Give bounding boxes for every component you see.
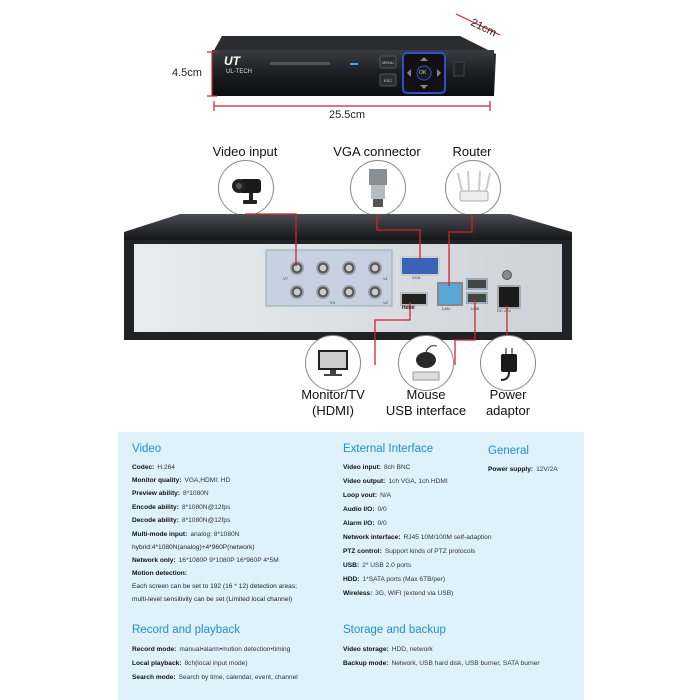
esc-button[interactable]: ESC	[384, 78, 393, 83]
usb-port-2	[466, 292, 488, 304]
dvr-front-view: UT UL-TECH MENU ESC OK	[210, 36, 496, 98]
video-input-label: Video input	[212, 144, 278, 159]
power-label-line1: Power	[489, 387, 527, 402]
router-icon	[445, 160, 501, 216]
spec-motion-line1: Each screen can be set to 192 (16 * 12) …	[132, 583, 297, 590]
external-heading: External Interface	[343, 443, 434, 455]
spec-video-storage: Video storage:HDD, network	[343, 646, 433, 653]
spec-usb: USB:2* USB 2.0 ports	[343, 562, 412, 569]
dc-power-port	[497, 285, 521, 309]
spec-loop-vout: Loop vout:N/A	[343, 492, 392, 499]
spec-ptz: PTZ control:Support kinds of PTZ protoco…	[343, 548, 476, 555]
bnc-port-v4	[342, 285, 356, 299]
hdmi-port-label: Hdmi	[402, 305, 415, 311]
mouse-label-line2: USB interface	[385, 403, 467, 418]
lan-port-label: LAN	[442, 306, 450, 311]
usb-port-1	[466, 278, 488, 290]
spec-audio-io: Audio I/O:0/0	[343, 506, 387, 513]
vga-connector-label: VGA connector	[333, 144, 421, 159]
general-heading: General	[488, 445, 529, 457]
bnc-port-v5	[316, 261, 330, 275]
spec-encode: Encode ability:8*1080N@12fps	[132, 504, 231, 511]
storage-heading: Storage and backup	[343, 624, 446, 636]
height-dimension: 4.5cm	[172, 67, 202, 79]
lan-port	[437, 282, 463, 306]
spec-decode: Decode ability:8*1080N@12fps	[132, 517, 231, 524]
connector-lines	[245, 213, 508, 365]
spec-preview: Preview ability:8*1080N	[132, 490, 209, 497]
bnc-port-v2	[368, 285, 382, 299]
mouse-icon	[398, 335, 454, 391]
mouse-label: Mouse USB interface	[376, 387, 476, 419]
spec-motion: Motion detection:	[132, 570, 187, 577]
spec-alarm-io: Alarm I/O:0/0	[343, 520, 387, 527]
spec-network-only: Network only:16*1080P 9*1080P 16*960P 4*…	[132, 557, 279, 564]
spec-video-output: Video output:1ch VGA, 1ch HDMI	[343, 478, 448, 485]
bnc-port-v3	[342, 261, 356, 275]
spec-codec: Codec:H.264	[132, 464, 175, 471]
spec-multimode: Multi-mode input:analog: 8*1080N	[132, 531, 240, 538]
spec-record-mode: Record mode:manual•alarm•motion detectio…	[132, 646, 291, 653]
port-label-v7: V7	[283, 276, 288, 281]
dc-port-label: DC 12V	[497, 308, 512, 313]
spec-motion-line2: multi-level sensitivity can be set (Limi…	[132, 596, 293, 603]
port-label-v2: V2	[383, 300, 388, 305]
port-label-v1: V1	[383, 276, 388, 281]
spec-power-supply: Power supply:12V/2A	[488, 466, 558, 473]
dvr-front-body	[212, 36, 496, 96]
camera-icon	[218, 160, 274, 216]
monitor-label-line2: (HDMI)	[312, 403, 354, 418]
monitor-icon	[305, 335, 361, 391]
power-label: Power adaptor	[476, 387, 540, 419]
vga-plug-icon	[350, 160, 406, 216]
spec-multimode-hybrid: hybrid:4*1080N(analog)+4*960P(network)	[132, 544, 255, 551]
bnc-port-v6	[316, 285, 330, 299]
spec-search-mode: Search mode:Search by time, calendar, ev…	[132, 674, 298, 681]
monitor-label-line1: Monitor/TV	[301, 387, 365, 402]
ok-button[interactable]: OK	[419, 70, 427, 76]
dimension-lines	[207, 13, 501, 111]
power-adaptor-icon	[480, 335, 536, 391]
brand-logo: UT	[224, 54, 240, 68]
ground-screw	[502, 270, 512, 280]
vga-port-label: VGA	[412, 275, 421, 280]
menu-button[interactable]: MENU	[382, 60, 394, 65]
power-label-line2: adaptor	[485, 403, 531, 418]
spec-backup-mode: Backup mode:Network, USB hard disk, USB …	[343, 660, 540, 667]
spec-monitor-quality: Monitor quality:VGA,HDMI: HD	[132, 477, 231, 484]
bnc-port-v1	[368, 261, 382, 275]
hdmi-port	[400, 292, 428, 306]
spec-video-input: Video input:8ch BNC	[343, 464, 411, 471]
width-dimension: 25.5cm	[329, 109, 366, 121]
router-label: Router	[452, 144, 492, 159]
port-label-v4: V4	[330, 300, 335, 305]
bnc-port-v7	[290, 261, 304, 275]
record-heading: Record and playback	[132, 624, 241, 636]
spec-wireless: Wireless:3G, WIFI (extend via USB)	[343, 590, 454, 597]
bnc-port-v8	[290, 285, 304, 299]
mouse-label-line1: Mouse	[406, 387, 446, 402]
monitor-label: Monitor/TV (HDMI)	[288, 387, 378, 419]
spec-local-playback: Local playback:8ch(local input mode)	[132, 660, 248, 667]
video-heading: Video	[132, 443, 162, 455]
spec-panel	[118, 432, 584, 700]
spec-network-interface: Network interface:RJ45 10M/100M self-ada…	[343, 534, 492, 541]
brand-subtitle: UL-TECH	[226, 69, 253, 75]
spec-hdd: HDD:1*SATA ports (Max 6TB/per)	[343, 576, 446, 583]
